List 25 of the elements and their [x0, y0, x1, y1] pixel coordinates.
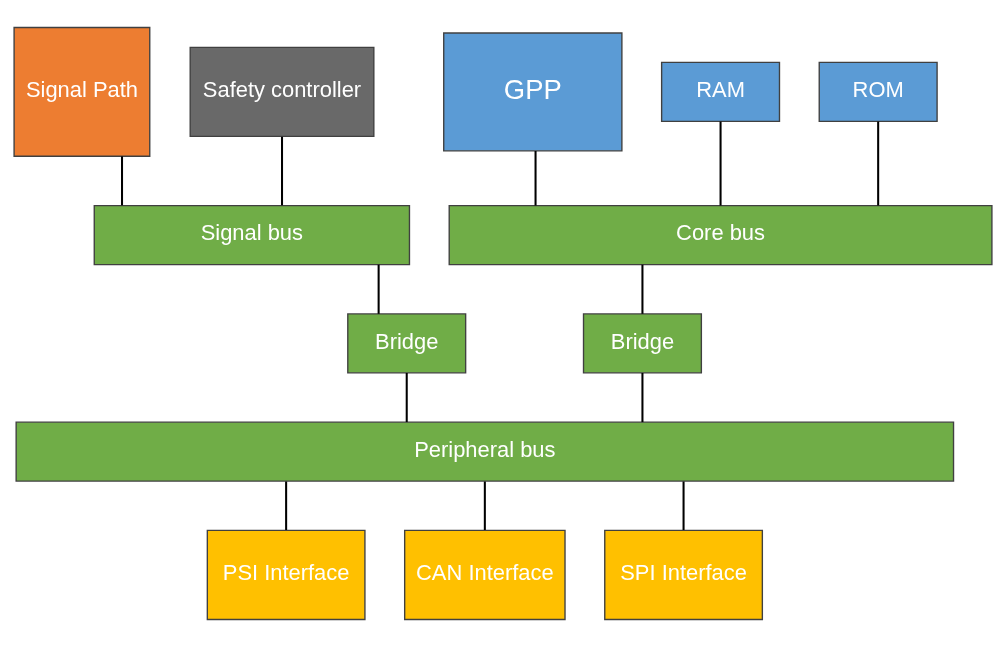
node-box: PSI Interface: [206, 529, 366, 621]
node-box: Signal Path: [13, 26, 151, 157]
node-box: Safety controller: [189, 46, 375, 138]
node-box: GPP: [443, 32, 623, 152]
connector: [281, 136, 284, 206]
node-box: Signal bus: [93, 204, 411, 266]
connector: [285, 481, 288, 530]
node-box: SPI Interface: [604, 529, 764, 621]
connector: [405, 372, 408, 423]
node-box: ROM: [818, 61, 938, 123]
connector: [534, 150, 537, 206]
connector: [483, 481, 486, 530]
connector: [641, 372, 644, 423]
connector: [877, 121, 880, 206]
connector: [641, 264, 644, 314]
node-box: RAM: [660, 61, 781, 123]
node-box: CAN Interface: [404, 529, 566, 621]
node-box: Bridge: [582, 313, 703, 374]
connector: [377, 264, 380, 314]
connector: [121, 156, 124, 206]
node-box: Bridge: [347, 313, 467, 374]
connector: [682, 481, 685, 530]
node-box: Core bus: [448, 204, 993, 266]
node-box: Peripheral bus: [15, 421, 955, 482]
connector: [719, 121, 722, 206]
